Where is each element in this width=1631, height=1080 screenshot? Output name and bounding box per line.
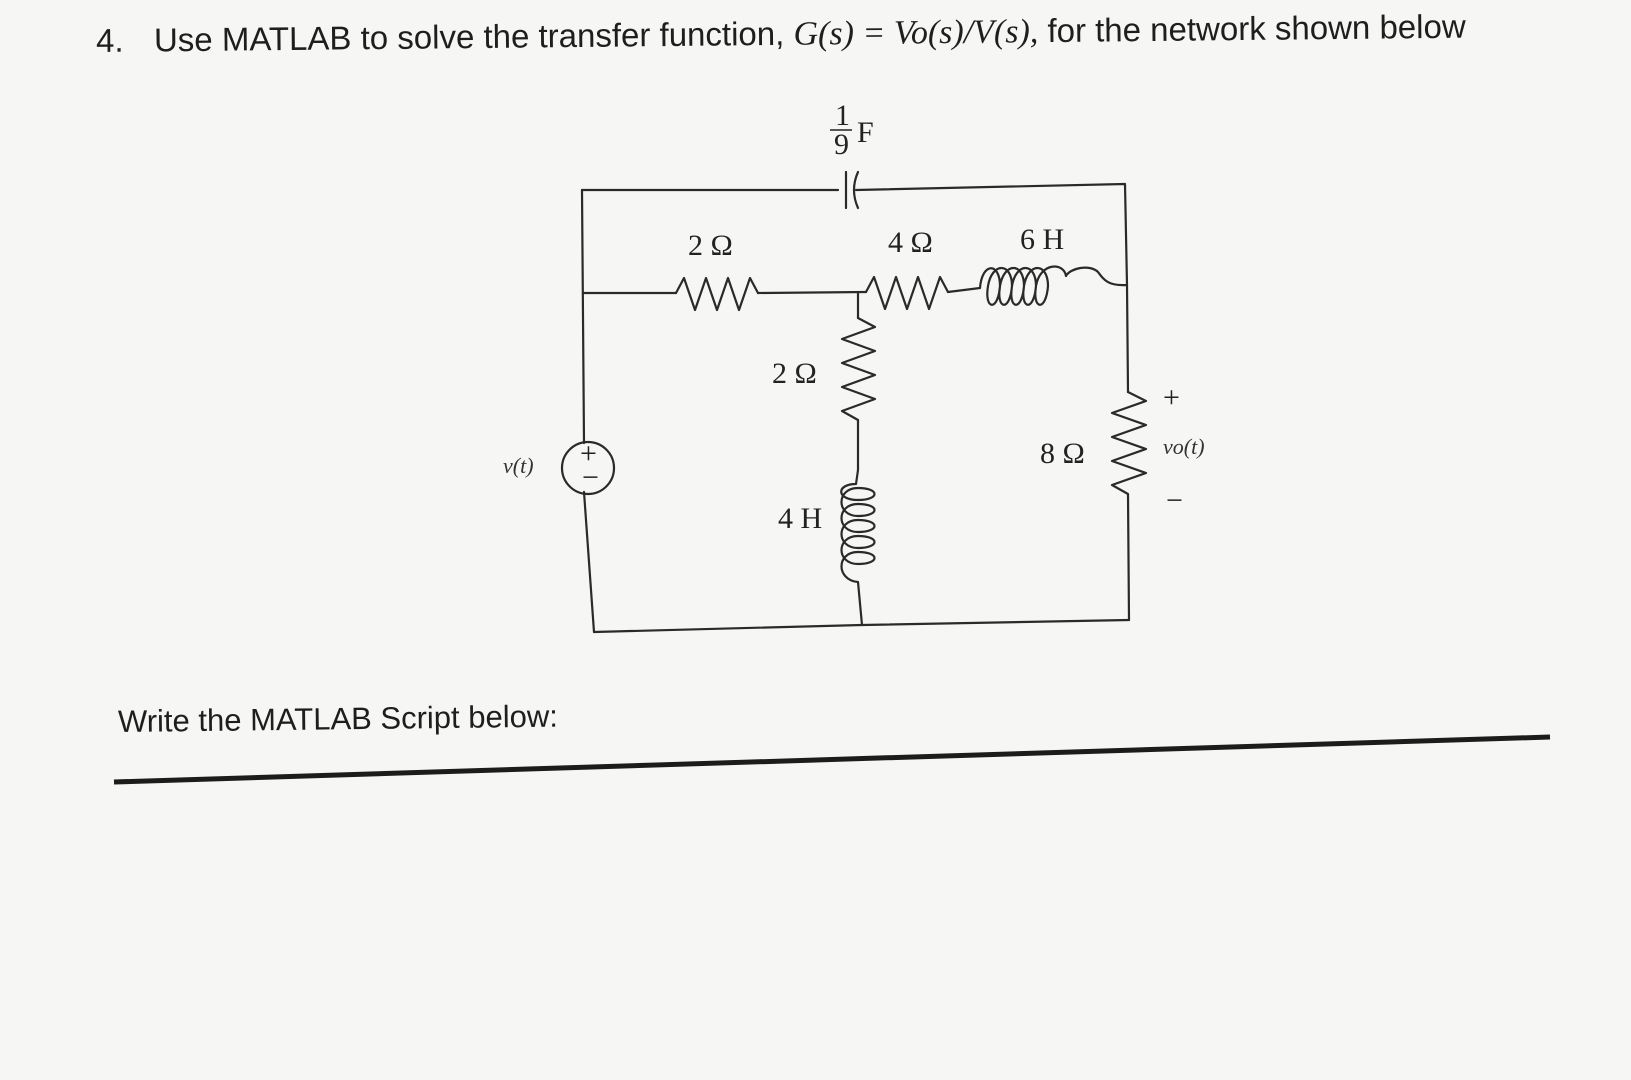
middle-wire-center (756, 290, 868, 295)
source-plus: + (580, 437, 597, 470)
capacitor-fraction-num: 1 (835, 99, 850, 132)
r3-label: 4 Ω (888, 226, 933, 259)
l1-label: 4 H (778, 502, 822, 535)
resistor-r2 (840, 316, 877, 472)
resistor-r3 (864, 275, 950, 311)
inductor-l1 (840, 468, 876, 627)
r2-label: 2 Ω (772, 357, 817, 390)
source-label: v(t) (503, 453, 534, 478)
bottom-wire (592, 618, 1131, 634)
answer-line (113, 734, 1551, 785)
output-minus: − (1166, 484, 1183, 517)
r4-label: 8 Ω (1040, 437, 1085, 470)
resistor-r1 (674, 276, 760, 312)
inductor-l2 (946, 265, 1129, 306)
l2-label: 6 H (1020, 223, 1064, 256)
left-wire (580, 188, 596, 634)
script-prompt: Write the MATLAB Script below: (117, 698, 559, 739)
source-minus: − (582, 461, 599, 494)
capacitor-label: F (857, 116, 874, 149)
right-wire-top (1125, 283, 1130, 394)
r1-label: 2 Ω (688, 229, 733, 262)
capacitor-fraction-den: 9 (834, 128, 849, 161)
output-label: vo(t) (1163, 434, 1205, 459)
resistor-r4 (1110, 390, 1148, 622)
capacitor-symbol (844, 170, 860, 210)
output-plus: + (1163, 381, 1180, 414)
top-wire-right (854, 182, 1129, 287)
voltage-source (560, 440, 616, 496)
